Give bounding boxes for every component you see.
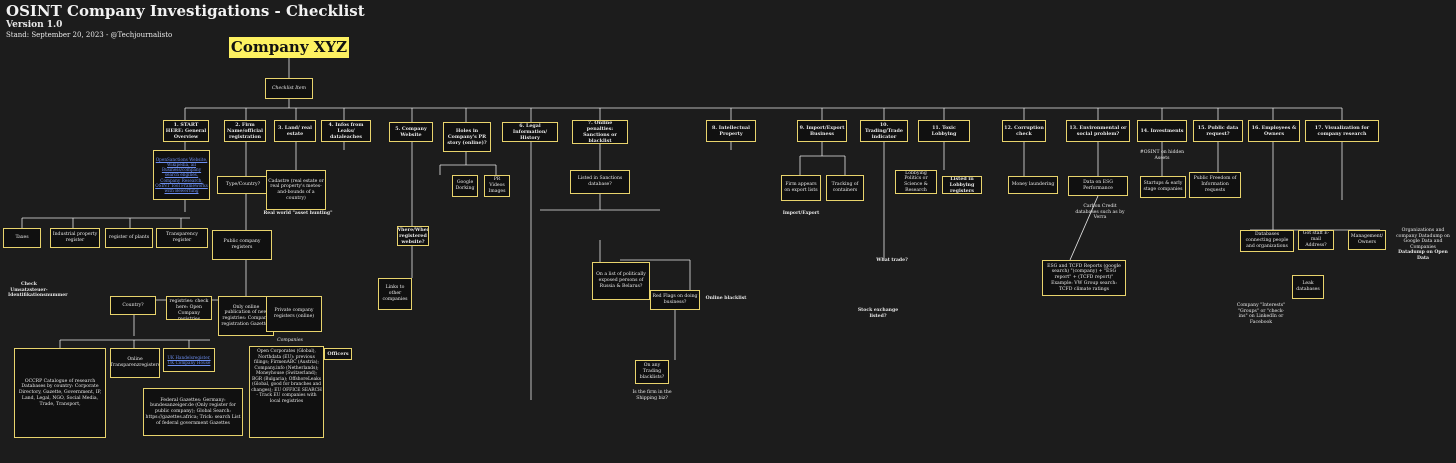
tracking-containers-node: Tracking of containers xyxy=(826,175,864,201)
transparency-register-node: Transparency register xyxy=(156,228,208,248)
overview-links[interactable]: OpenSanctions Website, Wikipedia, all Bu… xyxy=(153,150,210,200)
section-sanctions: 7. Online penalties: Sanctions or blackl… xyxy=(572,120,628,144)
public-registers-node: Public company registers xyxy=(212,230,272,260)
section-company-website: 5. Company Website xyxy=(389,122,433,142)
pr-videos-node: PR Videos Images xyxy=(484,175,510,197)
section-employees-owners: 16. Employees & Owners xyxy=(1248,120,1300,142)
listed-sanctions-node: Listed in Sanctions database? xyxy=(570,170,630,194)
cadastre-node: Cadastre (real estate or real property's… xyxy=(266,170,326,210)
where-registered-node: Where/When registered website? xyxy=(397,226,429,246)
carbon-credit-label: Carbon Credit databases such as by Verra xyxy=(1075,204,1125,221)
section-import-export: 9. Import/Export Business xyxy=(797,120,847,142)
import-export-label: Import/Export xyxy=(782,211,820,216)
management-owners-node: Management/ Owners xyxy=(1348,230,1386,250)
companies-label: Companies xyxy=(277,338,303,343)
startups-node: Startups & early stage companies xyxy=(1140,176,1186,198)
stock-exchange-label: Stock exchange listed? xyxy=(857,308,899,319)
private-registers-node: Private company registers (online) xyxy=(266,296,322,332)
leak-databases-node: Leak databases xyxy=(1292,275,1324,299)
checklist-item: Checklist Item xyxy=(265,78,313,99)
got-staff-email-node: Got staff E-mail Address? xyxy=(1298,230,1334,250)
version-label: Version 1.0 xyxy=(6,20,63,30)
occrp-catalogue[interactable]: OCCRP Catalogue of research Databases by… xyxy=(14,348,106,438)
umsatz-check: Check Umsatzsteuer-Identifikationsnummer xyxy=(8,282,68,299)
you-online-node: You online registries: check here: Open … xyxy=(166,296,212,320)
section-environmental: 13. Environmental or social problem? xyxy=(1066,120,1130,142)
red-flags-node: Red Flags on doing business? xyxy=(650,290,700,310)
section-pr-story: Holes in Company's PR story (online)? xyxy=(443,122,491,152)
taxes-node: Taxes xyxy=(3,228,41,248)
section-legal-history: 6. Legal Information/ History xyxy=(502,122,558,142)
online-blacklist-label: Online blacklist xyxy=(705,296,747,301)
federal-gazettes[interactable]: Federal Gazettes: Germany: bundesanzeige… xyxy=(143,388,243,436)
lobbying-registers-node: Listed in Lobbying registers xyxy=(942,176,982,194)
uk-handelsregister[interactable]: UK Handelsregister, UK Company House xyxy=(163,348,215,372)
officers-node: Officers xyxy=(324,348,352,360)
section-toxic-lobbying: 11. Toxic Lobbying xyxy=(918,120,970,142)
esg-data-node: Data on ESG Performance xyxy=(1068,176,1128,196)
section-land-real-estate: 3. Land/ real estate xyxy=(274,120,316,142)
public-freedom-node: Public Freedom of Information requests xyxy=(1189,172,1241,198)
stand-label: Stand: September 20, 2023 - @Techjournal… xyxy=(6,31,173,39)
section-leaks: 4. Infos from Leaks/ dataleaches xyxy=(321,120,371,142)
lobbying-box: Lobbying Politics or Science & Research xyxy=(895,170,937,194)
root-company: Company XYZ xyxy=(229,37,349,58)
opencorporates-box[interactable]: Open Corporates (Global), Northdata (EU)… xyxy=(249,346,324,438)
databases-people-node: Databases connecting people and organiza… xyxy=(1240,230,1294,252)
money-laundering-node: Money laundering xyxy=(1008,176,1058,194)
esg-reports-node[interactable]: ESG and TCFD Reports (google search) "(c… xyxy=(1042,260,1126,296)
section-public-data: 15. Public data request? xyxy=(1193,120,1243,142)
what-trade-label: What trade? xyxy=(876,258,908,263)
trading-blacklist-node: On any Trading blacklists? xyxy=(635,360,669,384)
section-intellectual-property: 8. Intellectual Property xyxy=(706,120,756,142)
real-world-asset: Real world "asset hunting" xyxy=(263,211,333,216)
section-general-overview: 1. START HERE: General Overview xyxy=(163,120,209,142)
google-dorking-node: Google Dorking xyxy=(452,175,478,197)
section-firm-registration: 2. Firm Name/official registration xyxy=(224,120,266,142)
company-interests-label: Company "Interests" "Groups" or "check-i… xyxy=(1236,303,1286,326)
osint-hidden-assets: #OSINT on hidden Assets xyxy=(1139,150,1185,161)
type-country-node: Type/Country? xyxy=(217,176,269,194)
section-corruption: 12. Corruption check xyxy=(1002,120,1046,142)
shipping-question: Is the firm in the Shipping biz? xyxy=(632,390,672,401)
datadump-open-data: Datadump on Open Data xyxy=(1398,250,1448,261)
section-investments: 14. Investments xyxy=(1137,120,1187,142)
section-visualization: 17. Visualization for company research xyxy=(1305,120,1379,142)
section-trading: 10. Trading/Trade indicator xyxy=(860,120,908,142)
country-node: Country? xyxy=(110,296,156,315)
orgs-datadump: Organizations and company Datadump on Go… xyxy=(1396,228,1450,251)
firm-export-node: Firm appears on export lists xyxy=(781,175,821,201)
politically-exposed-node: On a list of politically exposed persons… xyxy=(592,262,650,300)
links-other-node: Links to other companies xyxy=(378,278,412,310)
industrial-register-node: Industrial property register xyxy=(50,228,100,248)
page-title: OSINT Company Investigations - Checklist xyxy=(6,2,365,20)
online-transparenz[interactable]: Online Transparenzregisters xyxy=(110,348,160,378)
register-plants-node: register of plants xyxy=(105,228,153,248)
